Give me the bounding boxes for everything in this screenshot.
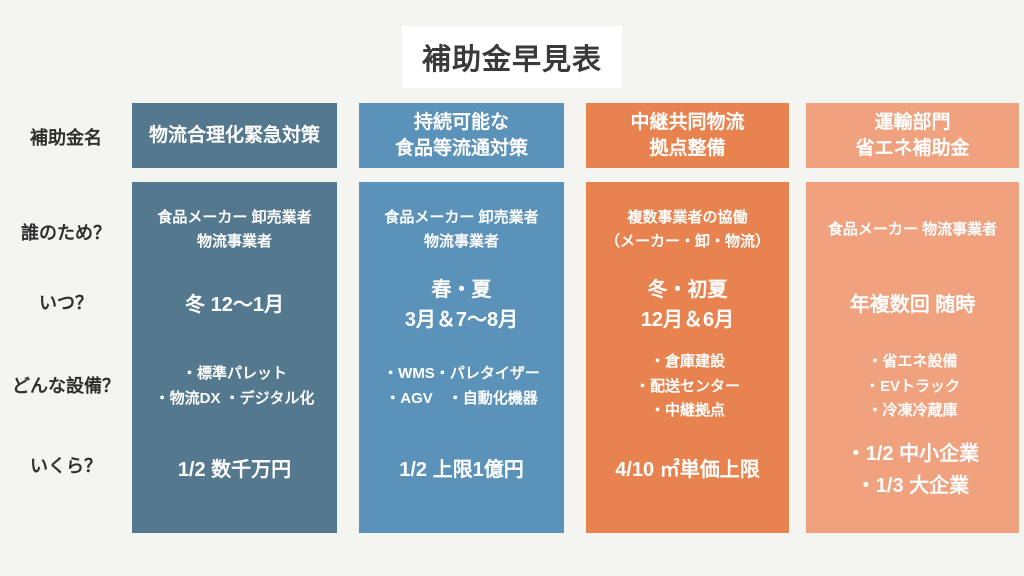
who-line: 食品メーカー 卸売業者 [157, 208, 312, 226]
column-4-body: 食品メーカー 物流事業者 年複数回 随時 ・省エネ設備 ・EVトラック ・冷凍冷… [806, 182, 1019, 533]
column-3-header-line: 中継共同物流 [630, 111, 745, 133]
when-line: 年複数回 随時 [849, 293, 976, 316]
row-label-when: いつ？ [39, 293, 93, 313]
column-3-header: 中継共同物流 拠点整備 [586, 103, 789, 168]
amount-line: ・1/2 中小企業 [845, 442, 980, 465]
column-4-who-cell: 食品メーカー 物流事業者 [806, 182, 1019, 277]
column-2-header-line: 食品等流通対策 [394, 137, 528, 159]
column-4-header-line: 運輸部門 [874, 111, 951, 133]
amount-line: ・1/3 大企業 [855, 474, 970, 497]
column-2-when-cell: 春・夏 3月＆7〜8月 [359, 277, 564, 332]
column-1-header-line: 物流合理化緊急対策 [148, 124, 320, 146]
column-2-header-line: 持続可能な [413, 111, 509, 133]
who-line: 食品メーカー 卸売業者 [384, 208, 539, 226]
row-label-amount: いくら？ [30, 456, 102, 476]
column-1-amount-cell: 1/2 数千万円 [132, 442, 337, 497]
column-4-when-cell: 年複数回 随時 [806, 277, 1019, 332]
equipment-line: ・物流DX ・デジタル化 [154, 390, 315, 407]
equipment-line: ・中継拠点 [649, 402, 725, 420]
subsidy-column-1: 物流合理化緊急対策 食品メーカー 卸売業者 物流事業者 冬 12〜1月 ・標準パ… [132, 103, 337, 533]
column-1-who-cell: 食品メーカー 卸売業者 物流事業者 [132, 182, 337, 277]
row-label-who: 誰のため？ [21, 223, 111, 243]
subsidy-column-4: 運輸部門 省エネ補助金 食品メーカー 物流事業者 年複数回 随時 ・省エネ設備 … [806, 103, 1019, 533]
column-1-when-cell: 冬 12〜1月 [132, 277, 337, 332]
column-4-header: 運輸部門 省エネ補助金 [806, 103, 1019, 168]
column-3-body: 複数事業者の協働 （メーカー・卸・物流） 冬・初夏 12月＆6月 ・倉庫建設 ・… [586, 182, 789, 533]
when-line: 12月＆6月 [640, 308, 735, 331]
who-line: 食品メーカー 物流事業者 [827, 220, 998, 238]
column-3-who-cell: 複数事業者の協働 （メーカー・卸・物流） [586, 182, 789, 277]
column-2-who-cell: 食品メーカー 卸売業者 物流事業者 [359, 182, 564, 277]
column-2-equipment-cell: ・WMS・パレタイザー ・AGV ・自動化機器 [359, 332, 564, 442]
when-line: 冬・初夏 [647, 278, 728, 301]
amount-line: 1/2 数千万円 [177, 458, 292, 481]
row-label-subsidy-name: 補助金名 [30, 128, 102, 148]
equipment-line: ・倉庫建設 [649, 352, 725, 370]
column-3-header-line: 拠点整備 [649, 137, 726, 159]
equipment-line: ・配送センター [634, 377, 740, 395]
column-2-header: 持続可能な 食品等流通対策 [359, 103, 564, 168]
column-1-equipment-cell: ・標準パレット ・物流DX ・デジタル化 [132, 332, 337, 442]
subsidy-column-3: 中継共同物流 拠点整備 複数事業者の協働 （メーカー・卸・物流） 冬・初夏 12… [586, 103, 789, 533]
who-line: 物流事業者 [196, 232, 272, 250]
page-title: 補助金早見表 [421, 44, 602, 76]
who-line: 複数事業者の協働 [627, 208, 748, 226]
equipment-line: ・冷凍冷蔵庫 [867, 402, 958, 420]
who-line: 物流事業者 [423, 232, 499, 250]
column-1-body: 食品メーカー 卸売業者 物流事業者 冬 12〜1月 ・標準パレット ・物流DX … [132, 182, 337, 533]
equipment-line: ・WMS・パレタイザー [383, 365, 540, 383]
who-line: （メーカー・卸・物流） [604, 232, 770, 250]
column-2-body: 食品メーカー 卸売業者 物流事業者 春・夏 3月＆7〜8月 ・WMS・パレタイザ… [359, 182, 564, 533]
equipment-line: ・標準パレット [181, 365, 287, 383]
title-box: 補助金早見表 [402, 26, 622, 88]
row-label-equipment: どんな設備？ [12, 376, 120, 396]
column-4-header-line: 省エネ補助金 [855, 137, 970, 159]
when-line: 3月＆7〜8月 [404, 308, 519, 331]
amount-line: 1/2 上限1億円 [399, 458, 524, 481]
column-3-equipment-cell: ・倉庫建設 ・配送センター ・中継拠点 [586, 332, 789, 442]
equipment-line: ・省エネ設備 [867, 352, 958, 370]
column-3-when-cell: 冬・初夏 12月＆6月 [586, 277, 789, 332]
equipment-line: ・AGV ・自動化機器 [385, 390, 538, 407]
when-line: 春・夏 [431, 278, 492, 301]
equipment-line: ・EVトラック [864, 377, 960, 395]
subsidy-column-2: 持続可能な 食品等流通対策 食品メーカー 卸売業者 物流事業者 春・夏 3月＆7… [359, 103, 564, 533]
column-4-amount-cell: ・1/2 中小企業 ・1/3 大企業 [806, 442, 1019, 497]
column-2-amount-cell: 1/2 上限1億円 [359, 442, 564, 497]
column-4-equipment-cell: ・省エネ設備 ・EVトラック ・冷凍冷蔵庫 [806, 332, 1019, 442]
column-3-amount-cell: 4/10 ㎡単価上限 [586, 442, 789, 497]
column-1-header: 物流合理化緊急対策 [132, 103, 337, 168]
amount-line: 4/10 ㎡単価上限 [615, 458, 760, 481]
when-line: 冬 12〜1月 [185, 293, 284, 316]
